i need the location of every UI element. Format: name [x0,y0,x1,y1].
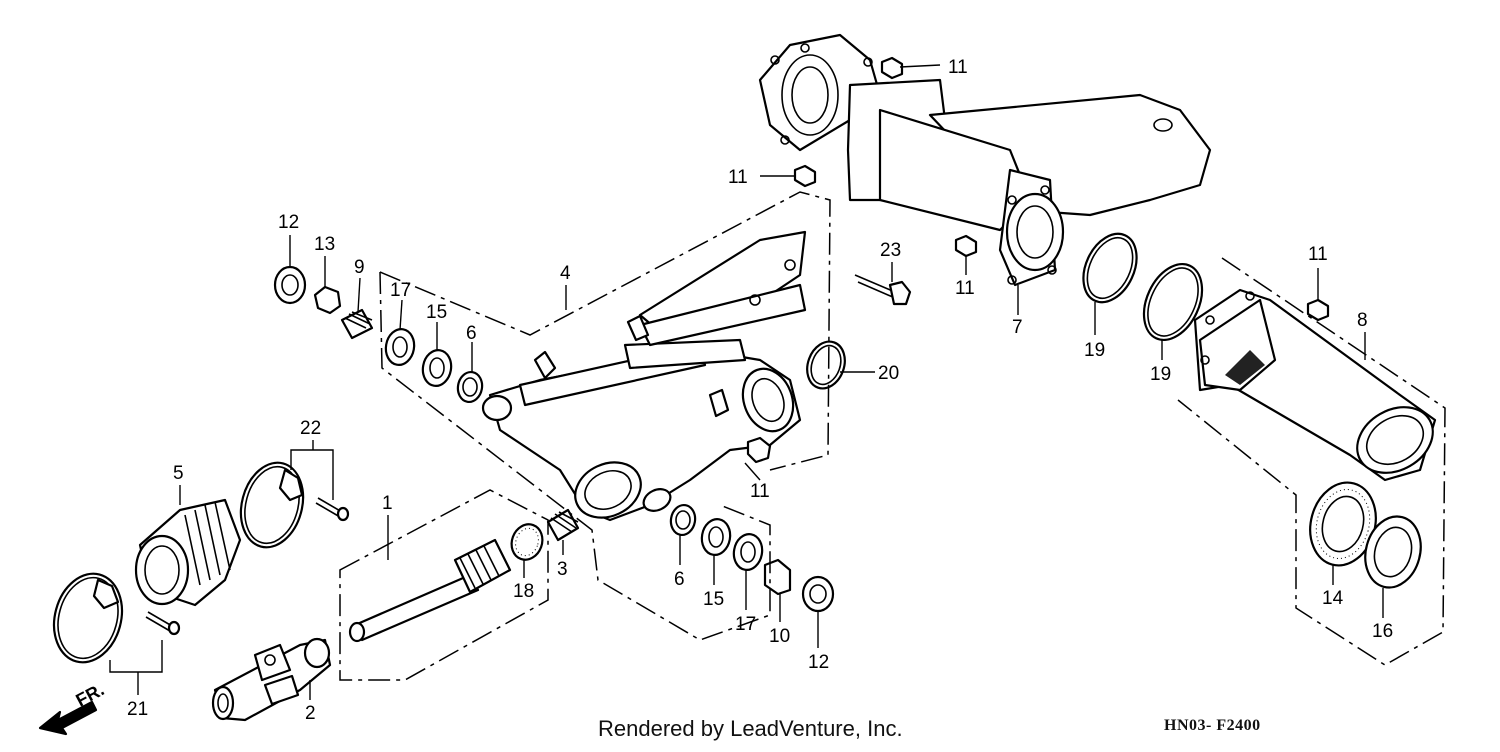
universal-joint-part-2[interactable] [211,637,332,722]
front-direction-arrow: FR. [38,679,107,736]
seal-6b[interactable] [669,503,698,537]
callout-7: 7 [1012,317,1023,338]
bearing-14[interactable] [1301,475,1385,573]
screw-22[interactable] [315,497,350,522]
callout-11c: 11 [955,278,975,299]
callout-11d: 11 [1308,244,1328,265]
front-indicator-label: FR. [72,679,107,710]
nut-12b[interactable] [801,575,835,613]
flange-nut-11e[interactable] [746,436,772,464]
callout-5: 5 [173,463,184,484]
render-credit: Rendered by LeadVenture, Inc. [598,716,903,741]
callout-21: 21 [127,699,148,720]
o-ring-20[interactable] [801,336,851,393]
boot-part-5[interactable] [134,498,242,607]
callout-9: 9 [354,257,365,278]
callout-14: 14 [1322,588,1344,609]
callout-16: 16 [1372,621,1393,642]
callout-11b: 11 [728,167,748,188]
axle-housing-part-8[interactable] [1193,288,1445,486]
callout-12b: 12 [808,652,829,673]
callout-6a: 6 [466,323,477,344]
callout-1: 1 [382,493,393,514]
nut-13[interactable] [313,285,342,315]
band-22[interactable] [232,456,312,555]
nut-12a[interactable] [273,265,307,305]
final-drive-case-part-7[interactable] [758,33,1212,287]
callout-18: 18 [513,581,534,602]
o-ring-19a[interactable] [1073,225,1147,311]
pivot-bolt-10[interactable] [763,558,792,596]
flange-nut-11a[interactable] [880,56,904,80]
bearing-15b[interactable] [699,517,733,557]
callout-20: 20 [878,363,899,384]
oil-seal-16[interactable] [1358,510,1429,594]
callout-labels: 11 11 11 11 11 12 13 9 17 15 6 4 23 7 19… [127,57,1393,724]
callout-11e: 11 [750,481,770,502]
screw-21[interactable] [145,611,181,636]
callout-4: 4 [560,263,571,284]
bearing-17b[interactable] [731,532,765,572]
boot-18[interactable] [507,520,548,564]
callout-17b: 17 [735,614,756,635]
callout-15a: 15 [426,302,447,323]
swingarm-part-4[interactable] [481,338,802,528]
callout-6b: 6 [674,569,685,590]
callout-12a: 12 [278,212,299,233]
callout-3: 3 [557,559,568,580]
guard-plate[interactable] [626,230,807,347]
callout-23: 23 [880,240,901,261]
callout-13: 13 [314,234,335,255]
diagram-code: HN03- F2400 [1164,717,1261,734]
o-ring-19b[interactable] [1133,255,1214,349]
callout-10: 10 [769,626,790,647]
callout-22: 22 [300,418,321,439]
flange-nut-11b[interactable] [793,164,817,188]
flange-nut-11c[interactable] [954,234,978,258]
spring-3[interactable] [546,508,580,542]
callout-19a: 19 [1084,340,1105,361]
band-21[interactable] [44,566,131,670]
group-outlines [339,191,1446,681]
callout-19b: 19 [1150,364,1171,385]
bearing-15a[interactable] [420,348,454,388]
callout-8: 8 [1357,310,1368,331]
drive-shaft-part-1[interactable] [348,538,512,643]
bearing-17a[interactable] [383,327,417,367]
callout-17a: 17 [390,280,411,301]
leader-lines [109,64,1384,700]
seal-6a[interactable] [456,370,485,404]
bolt-23[interactable] [854,274,912,306]
callout-15b: 15 [703,589,724,610]
callout-11a: 11 [948,57,968,78]
callout-2: 2 [305,703,316,724]
pivot-bolt-9[interactable] [340,308,374,340]
